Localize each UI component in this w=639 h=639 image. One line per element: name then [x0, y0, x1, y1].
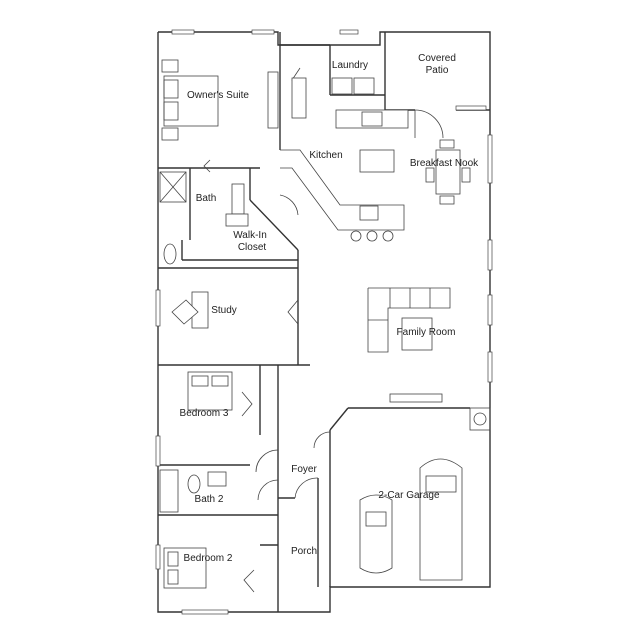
label-covered-patio-line2: Patio	[426, 65, 449, 76]
label-walk-in-line2: Closet	[238, 242, 267, 253]
exterior-walls	[157, 31, 491, 613]
label-bedroom2: Bedroom 2	[184, 553, 233, 564]
room-labels: Owner's Suite Bath Walk-In Closet Laundr…	[180, 53, 480, 564]
label-covered-patio-line1: Covered	[418, 53, 456, 64]
label-walk-in-line1: Walk-In	[233, 230, 267, 241]
label-family-room: Family Room	[397, 327, 456, 338]
windows	[155, 29, 493, 615]
label-bath2: Bath 2	[195, 494, 224, 505]
label-bedroom3: Bedroom 3	[180, 408, 229, 419]
label-kitchen: Kitchen	[309, 150, 342, 161]
label-study: Study	[211, 305, 237, 316]
doors	[203, 67, 444, 593]
label-breakfast-nook: Breakfast Nook	[410, 158, 479, 169]
label-porch: Porch	[291, 546, 317, 557]
fixtures	[159, 59, 471, 589]
label-laundry: Laundry	[332, 60, 368, 71]
label-foyer: Foyer	[291, 464, 317, 475]
label-garage: 2-Car Garage	[378, 490, 440, 501]
label-owners-suite: Owner's Suite	[187, 90, 249, 101]
interior-walls	[158, 32, 491, 612]
label-bath: Bath	[196, 193, 217, 204]
